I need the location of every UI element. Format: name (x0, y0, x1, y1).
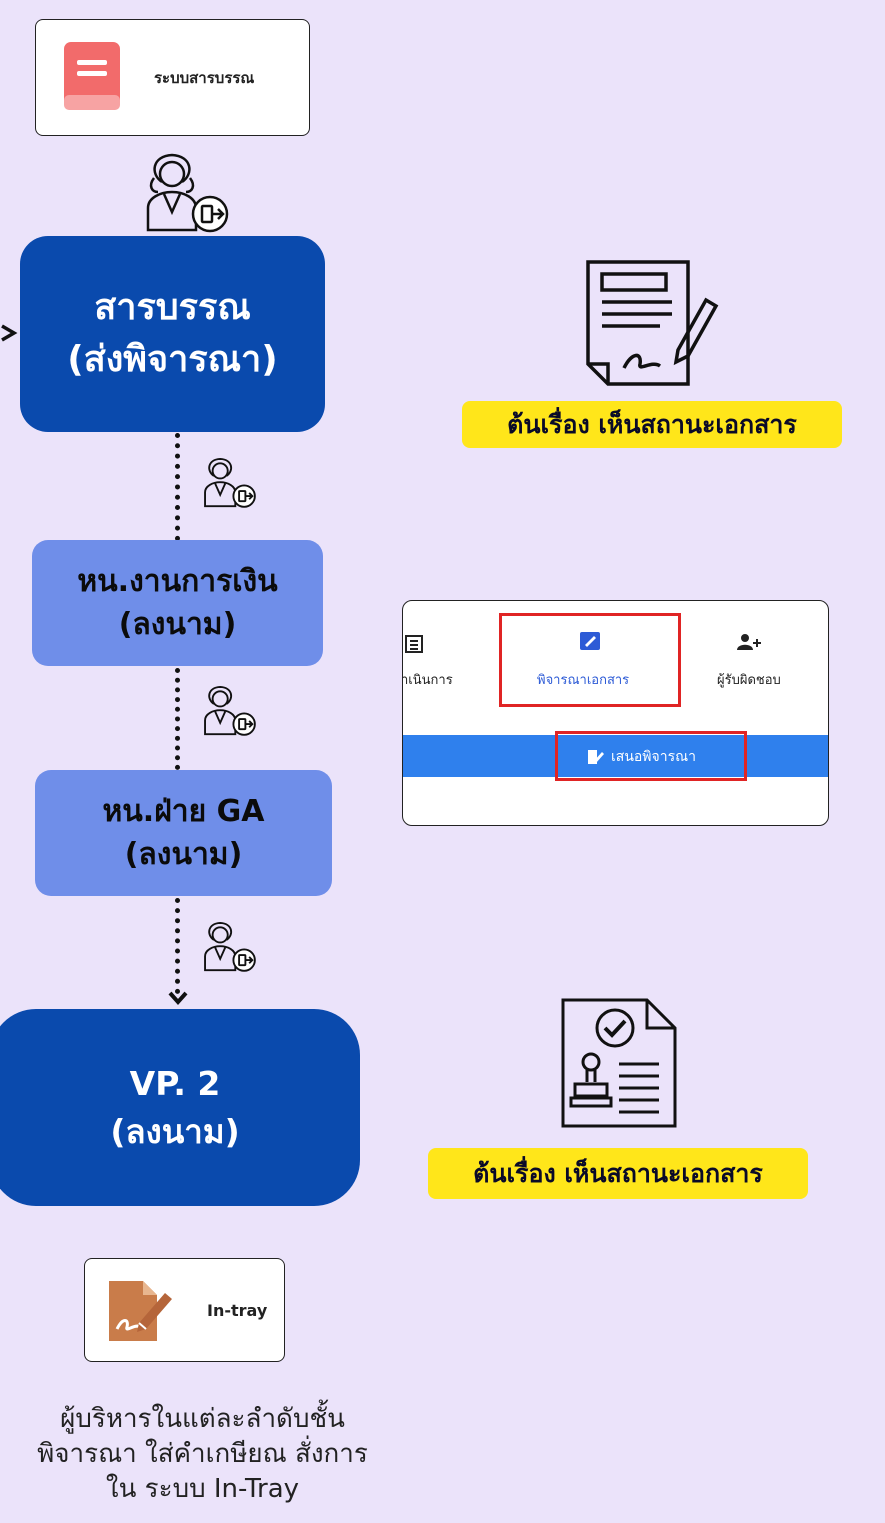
system-card: ระบบสารบรรณ (35, 19, 310, 136)
intray-card: In-tray (84, 1258, 285, 1362)
approved-stamp-icon (561, 998, 677, 1128)
step-4-subtitle: (ลงนาม) (110, 1111, 240, 1151)
tab-in-progress[interactable]: ำเนินการ (402, 673, 453, 688)
caption-line-1: ผู้บริหารในแต่ละลำดับชั้น (60, 1404, 345, 1434)
signature-icon (105, 1277, 175, 1345)
propose-review-label: เสนอพิจารณา (611, 749, 696, 765)
add-user-icon (737, 633, 763, 651)
person-forward-icon (200, 920, 258, 975)
propose-review-button[interactable]: เสนอพิจารณา (587, 746, 696, 768)
step-send-for-review: สารบรรณ (ส่งพิจารณา) (20, 236, 325, 432)
step-4-title: VP. 2 (129, 1063, 221, 1103)
person-forward-icon (140, 152, 232, 236)
connector-3 (175, 898, 180, 994)
arrow-down-icon (167, 990, 189, 1006)
step-1-title: สารบรรณ (94, 286, 251, 328)
edit-icon (587, 749, 605, 765)
arrow-head-icon (0, 323, 18, 343)
status-label-1: ต้นเรื่อง เห็นสถานะเอกสาร (462, 401, 842, 448)
intray-label: In-tray (207, 1301, 268, 1320)
step-2-title: หน.งานการเงิน (77, 563, 278, 599)
document-sign-icon (580, 256, 720, 388)
connector-1 (175, 433, 180, 541)
step-vp2: VP. 2 (ลงนาม) (0, 1009, 360, 1206)
list-icon (405, 635, 423, 653)
person-forward-icon (200, 684, 258, 739)
tab-review-document[interactable]: พิจารณาเอกสาร (537, 673, 630, 688)
step-2-subtitle: (ลงนาม) (118, 607, 237, 642)
action-bar (403, 735, 828, 777)
step-ga-head: หน.ฝ่าย GA (ลงนาม) (35, 770, 332, 896)
system-card-label: ระบบสารบรรณ (154, 69, 255, 87)
step-3-subtitle: (ลงนาม) (124, 837, 243, 872)
tab-responsible[interactable]: ผู้รับผิดชอบ (717, 673, 781, 688)
step-3-title: หน.ฝ่าย GA (102, 793, 265, 829)
person-forward-icon (200, 456, 258, 511)
caption: ผู้บริหารในแต่ละลำดับชั้น พิจารณา ใส่คำเ… (0, 1402, 405, 1507)
system-screenshot: ำเนินการ พิจารณาเอกสาร ผู้รับผิดชอบ เสนอ… (402, 600, 829, 826)
status-label-2: ต้นเรื่อง เห็นสถานะเอกสาร (428, 1148, 808, 1199)
caption-line-3: ใน ระบบ In-Tray (105, 1474, 300, 1505)
edit-doc-icon (579, 631, 601, 651)
step-1-subtitle: (ส่งพิจารณา) (67, 339, 278, 380)
step-finance-head: หน.งานการเงิน (ลงนาม) (32, 540, 323, 666)
highlight-box-tab (499, 613, 681, 707)
connector-2 (175, 668, 180, 770)
highlight-box-button (555, 731, 747, 781)
caption-line-2: พิจารณา ใส่คำเกษียณ สั่งการ (37, 1439, 368, 1470)
book-icon (62, 40, 124, 112)
